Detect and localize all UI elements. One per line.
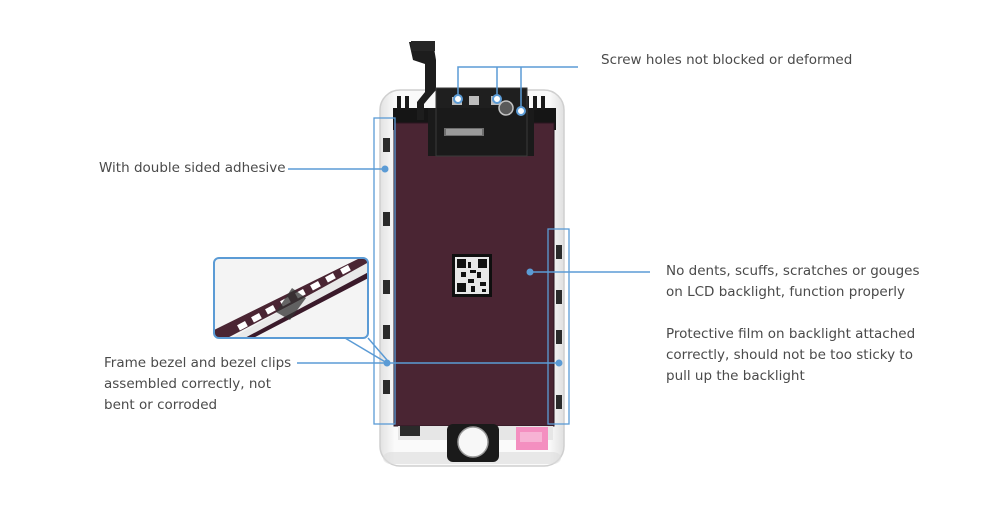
right-bezel-clips bbox=[556, 245, 562, 409]
callout-screw-holes: Screw holes not blocked or deformed bbox=[601, 50, 852, 71]
left-bezel-clips bbox=[383, 138, 390, 394]
callout-bezel-line-2: assembled correctly, not bbox=[104, 376, 271, 392]
callout-backlight-line-2: on LCD backlight, function properly bbox=[666, 284, 906, 300]
qr-code-label bbox=[452, 254, 492, 297]
leader-dots bbox=[381, 94, 563, 367]
callout-protective-film: Protective film on backlight attached co… bbox=[666, 324, 915, 387]
callout-film-line-3: pull up the backlight bbox=[666, 368, 805, 384]
bezel-zoom-inset bbox=[213, 257, 388, 364]
callout-backlight-line-1: No dents, scuffs, scratches or gouges bbox=[666, 263, 920, 279]
callout-film-line-1: Protective film on backlight attached bbox=[666, 326, 916, 342]
callout-screw-holes-line-1: Screw holes not blocked or deformed bbox=[601, 52, 853, 68]
callout-bezel-line-3: bent or corroded bbox=[104, 397, 218, 413]
callout-adhesive: With double sided adhesive bbox=[99, 158, 286, 179]
pink-protective-tab bbox=[516, 427, 548, 450]
callout-backlight-condition: No dents, scuffs, scratches or gouges on… bbox=[666, 261, 920, 303]
callout-film-line-2: correctly, should not be too sticky to bbox=[666, 347, 913, 363]
callout-frame-bezel: Frame bezel and bezel clips assembled co… bbox=[104, 353, 291, 416]
left-side-highlight-box bbox=[373, 117, 396, 425]
callout-bezel-line-1: Frame bezel and bezel clips bbox=[104, 355, 292, 371]
front-camera-flex-bracket bbox=[409, 41, 534, 157]
leader-lines bbox=[288, 66, 650, 364]
callout-adhesive-line-1: With double sided adhesive bbox=[99, 160, 286, 176]
home-button-bracket bbox=[398, 424, 553, 462]
right-side-highlight-box bbox=[547, 228, 570, 425]
